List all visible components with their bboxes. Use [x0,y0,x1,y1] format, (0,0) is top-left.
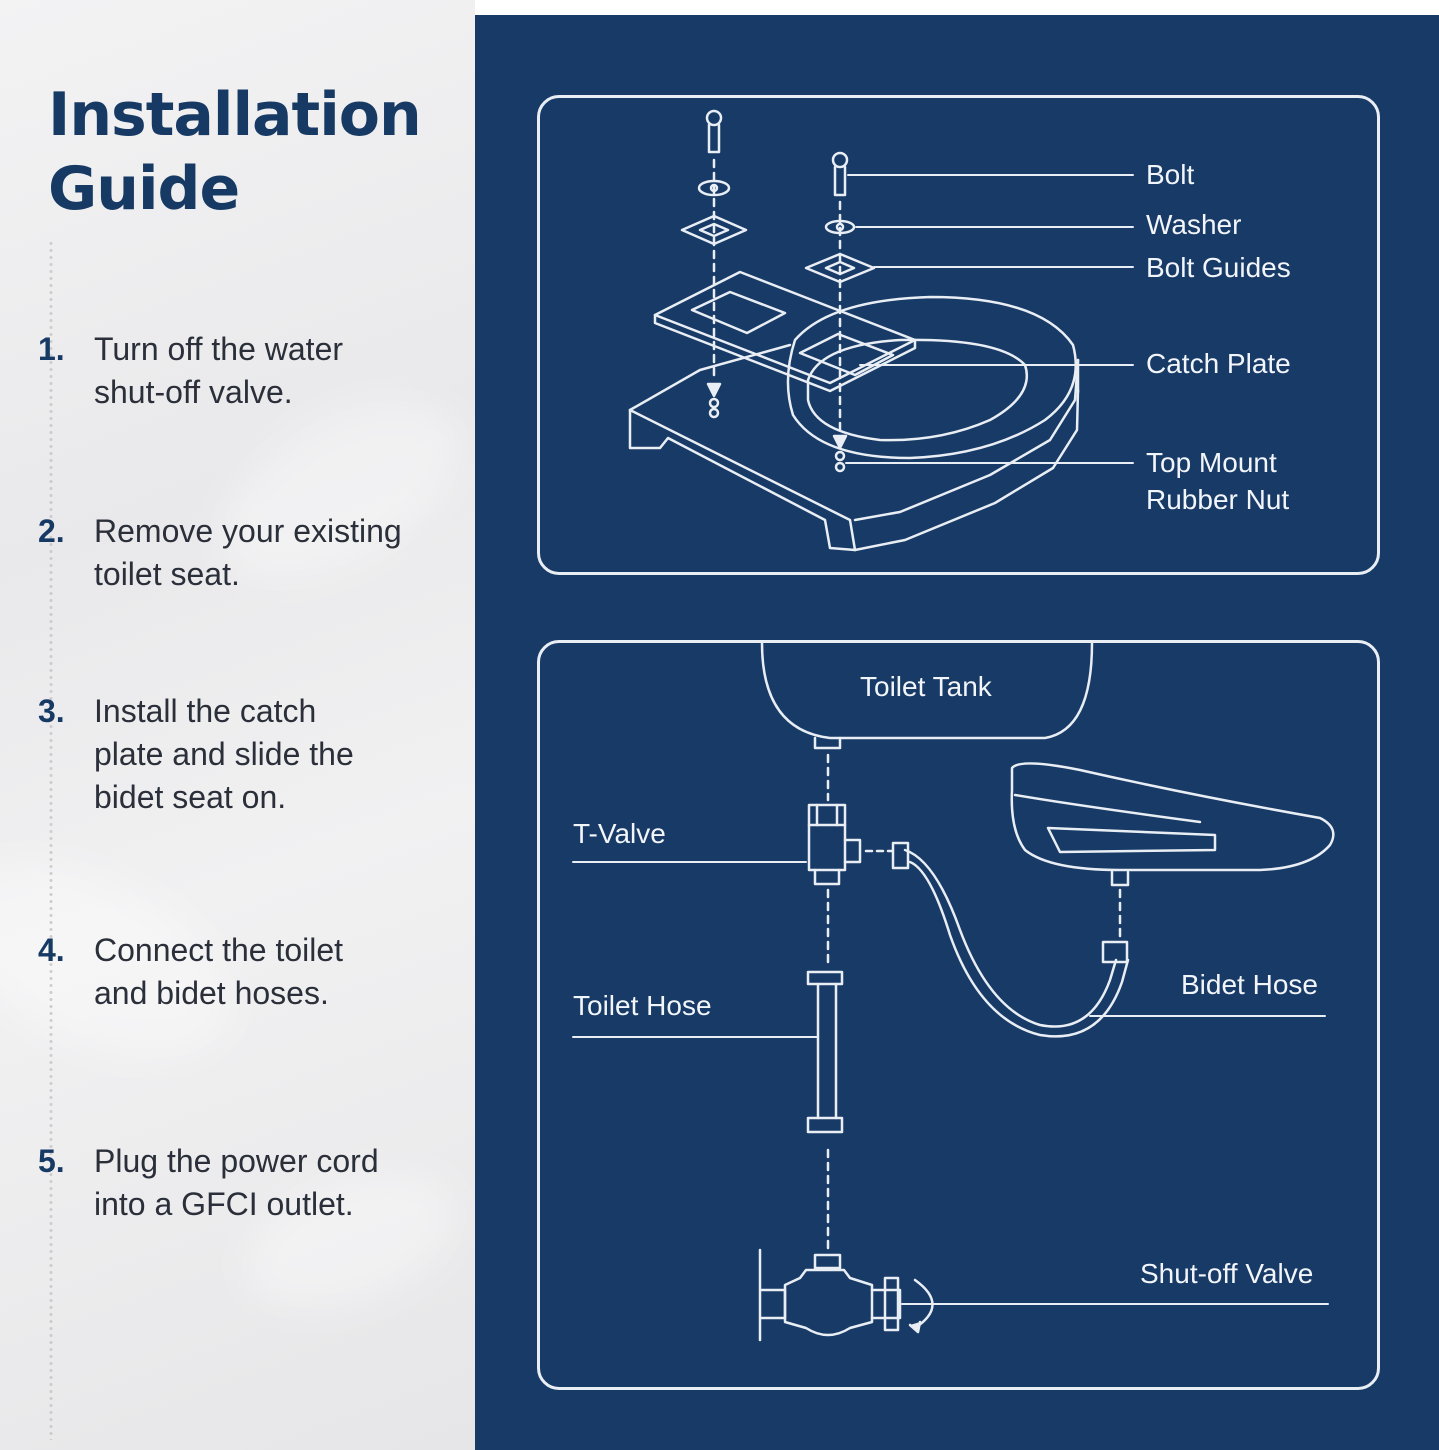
step-number: 2. [38,513,65,549]
step-number: 1. [38,331,65,367]
seat-diagram-frame [537,95,1380,575]
toilet-hose-label: Toilet Hose [573,990,712,1021]
plumbing-diagram-frame [537,640,1380,1390]
toilet-tank-label: Toilet Tank [860,671,992,702]
step-5: 5. Plug the power cord into a GFCI outle… [38,1140,468,1226]
washer-label: Washer [1146,209,1242,240]
step-text: Remove your existing toilet seat. [94,513,402,592]
step-text: Connect the toilet and bidet hoses. [94,932,344,1011]
step-2: 2. Remove your existing toilet seat. [38,510,468,596]
catch-plate-label: Catch Plate [1146,348,1291,379]
step-1: 1. Turn off the water shut-off valve. [38,328,468,414]
title-line-1: Installation [48,80,422,150]
plumbing-illustration [572,641,1335,1342]
page-title: Installation Guide [48,78,468,226]
bolt-label: Bolt [1146,159,1195,190]
top-mount-label-line2: Rubber Nut [1146,484,1290,515]
toilet-seat-illustration [628,109,1134,552]
shutoff-valve-label: Shut-off Valve [1140,1258,1314,1289]
bolt-guides-label: Bolt Guides [1146,252,1291,283]
step-text: Install the catch plate and slide the bi… [94,693,354,815]
step-text: Plug the power cord into a GFCI outlet. [94,1143,379,1222]
bidet-hose-label: Bidet Hose [1181,969,1318,1000]
dotted-divider [49,240,53,1440]
diagram-panel [475,15,1439,1450]
step-text: Turn off the water shut-off valve. [94,331,344,410]
step-number: 4. [38,932,65,968]
top-mount-label-line1: Top Mount [1146,447,1277,478]
step-number: 3. [38,693,65,729]
t-valve-label: T-Valve [573,818,666,849]
step-4: 4. Connect the toilet and bidet hoses. [38,929,468,1015]
instructions-panel: Installation Guide 1. Turn off the water… [0,0,475,1450]
step-number: 5. [38,1143,65,1179]
title-line-2: Guide [48,154,240,224]
step-3: 3. Install the catch plate and slide the… [38,690,468,819]
